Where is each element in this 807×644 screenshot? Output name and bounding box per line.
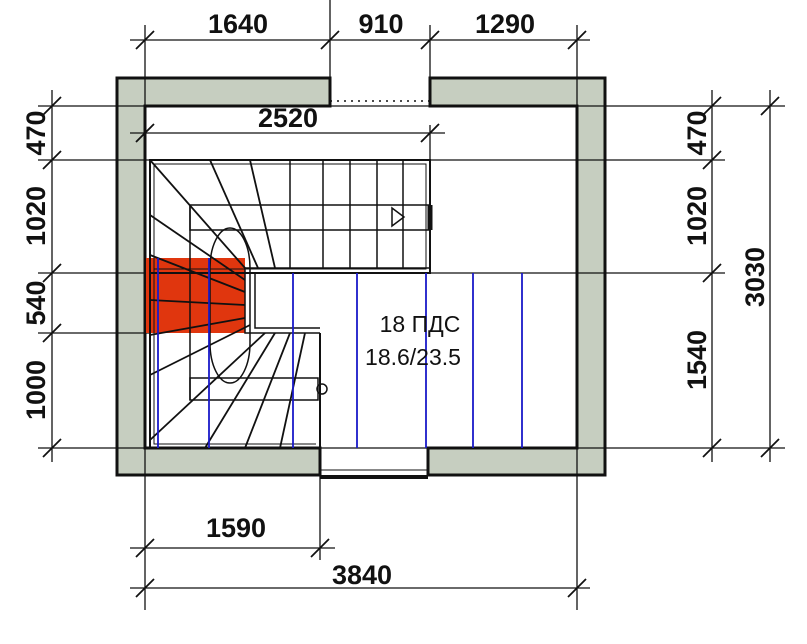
dim-bottom-partial: 1590 [206, 513, 266, 543]
dim-right-total: 3030 [740, 247, 770, 307]
dim-top-1: 1640 [208, 9, 268, 39]
dimension-tick [310, 538, 330, 558]
stair-winder-tread [149, 159, 246, 269]
stair [149, 159, 433, 449]
dimension-tick [760, 438, 780, 458]
dimension-tick [567, 578, 587, 598]
dim-top-3: 1290 [475, 9, 535, 39]
dimension-lines [38, 0, 785, 610]
guide-lines [157, 258, 523, 448]
dim-right-3: 1540 [682, 330, 712, 390]
dim-top-2: 910 [358, 9, 403, 39]
dim-left-1: 470 [21, 110, 51, 155]
stair-winder-tread [149, 299, 246, 306]
dimension-tick [42, 96, 62, 116]
dimension-tick [420, 123, 440, 143]
dim-left-2: 1020 [21, 186, 51, 246]
dim-right-2: 1020 [682, 186, 712, 246]
dimension-tick [702, 263, 722, 283]
stair-winder-tread [149, 214, 246, 281]
dimension-tick [760, 96, 780, 116]
stair-winder-tread [209, 159, 259, 269]
dim-inner-top: 2520 [258, 103, 318, 133]
dimension-tick [42, 323, 62, 343]
dimension-tick [135, 30, 155, 50]
dim-bottom-total: 3840 [332, 560, 392, 590]
dimension-tick [567, 30, 587, 50]
dimension-tick [702, 150, 722, 170]
dimension-tick [320, 30, 340, 50]
dim-right-1: 470 [682, 110, 712, 155]
room-label-line1: 18 ПДС [380, 311, 461, 337]
stair-winder-tread [149, 332, 266, 441]
dimension-tick [135, 538, 155, 558]
dimension-tick [420, 30, 440, 50]
stair-winder-tread [149, 254, 246, 293]
dimension-tick [135, 123, 155, 143]
stair-winder-tread [149, 317, 246, 336]
dimension-tick [42, 438, 62, 458]
stair-winder-tread [249, 159, 276, 269]
stair-winder-tread [149, 324, 251, 376]
dimension-tick [42, 150, 62, 170]
dimension-tick [702, 438, 722, 458]
stair-winder-tread [244, 332, 291, 449]
dimension-tick [135, 578, 155, 598]
room-label-line2: 18.6/23.5 [365, 344, 461, 370]
stair-winder-tread [204, 332, 276, 449]
dimension-tick [702, 96, 722, 116]
dim-left-4: 1000 [21, 360, 51, 420]
dim-left-3: 540 [21, 280, 51, 325]
dimension-tick [42, 263, 62, 283]
